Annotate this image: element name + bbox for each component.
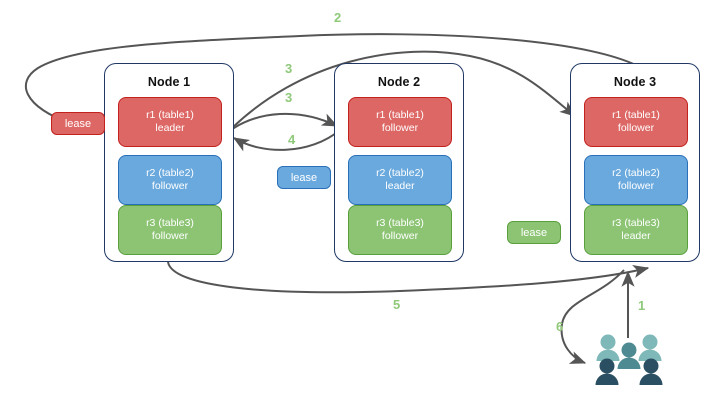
replica-role-label: follower (381, 122, 419, 134)
replica-node2-r3[interactable]: r3 (table3) follower (348, 205, 452, 255)
step-label-4: 4 (288, 132, 296, 147)
node-box-1[interactable]: Node 1 r1 (table1) leader r2 (table2) fo… (104, 63, 234, 262)
step-label-5: 5 (393, 297, 401, 312)
step-label-3-upper: 3 (285, 61, 293, 76)
replica-role-label: leader (621, 230, 651, 242)
replica-node3-r1[interactable]: r1 (table1) follower (584, 97, 688, 147)
node-box-2[interactable]: Node 2 r1 (table1) follower r2 (table2) … (334, 63, 464, 262)
node-title-2: Node 2 (377, 75, 421, 89)
replica-range-label: r2 (table2) (612, 166, 660, 179)
step-label-2: 2 (334, 10, 342, 25)
replica-role-label: follower (617, 122, 655, 134)
step-label-6: 6 (556, 319, 564, 334)
replica-range-label: r3 (table3) (612, 216, 660, 229)
replica-role-label: leader (385, 180, 415, 192)
lease-badge-r1[interactable]: lease (51, 112, 105, 135)
lease-badge-r2[interactable]: lease (277, 166, 331, 189)
replica-role-label: leader (155, 122, 185, 134)
arrow-step-3-to-node2 (227, 112, 339, 133)
replica-role-label: follower (617, 180, 655, 192)
replica-node2-r2[interactable]: r2 (table2) leader (348, 155, 452, 205)
replica-role-label: follower (151, 180, 189, 192)
replica-range-label: r2 (table2) (146, 166, 194, 179)
replica-node1-r1[interactable]: r1 (table1) leader (118, 97, 222, 147)
replica-node1-r3[interactable]: r3 (table3) follower (118, 205, 222, 255)
step-label-1: 1 (638, 298, 646, 313)
arrow-step-5 (167, 261, 650, 294)
replica-role-label: follower (381, 230, 419, 242)
step-label-3-lower: 3 (285, 90, 293, 105)
arrow-step-4 (232, 129, 341, 152)
node-box-3[interactable]: Node 3 r1 (table1) follower r2 (table2) … (570, 63, 700, 262)
replica-range-label: r1 (table1) (146, 108, 194, 121)
replica-range-label: r3 (table3) (146, 216, 194, 229)
replica-node3-r2[interactable]: r2 (table2) follower (584, 155, 688, 205)
replica-range-label: r1 (table1) (376, 108, 424, 121)
users-icon (595, 334, 663, 385)
node-title-3: Node 3 (613, 75, 657, 89)
lease-badge-r3[interactable]: lease (507, 221, 561, 244)
replica-node1-r2[interactable]: r2 (table2) follower (118, 155, 222, 205)
replica-range-label: r1 (table1) (612, 108, 660, 121)
replica-role-label: follower (151, 230, 189, 242)
replica-range-label: r3 (table3) (376, 216, 424, 229)
replica-node2-r1[interactable]: r1 (table1) follower (348, 97, 452, 147)
replica-range-label: r2 (table2) (376, 166, 424, 179)
node-title-1: Node 1 (147, 75, 191, 89)
replica-node3-r3[interactable]: r3 (table3) leader (584, 205, 688, 255)
